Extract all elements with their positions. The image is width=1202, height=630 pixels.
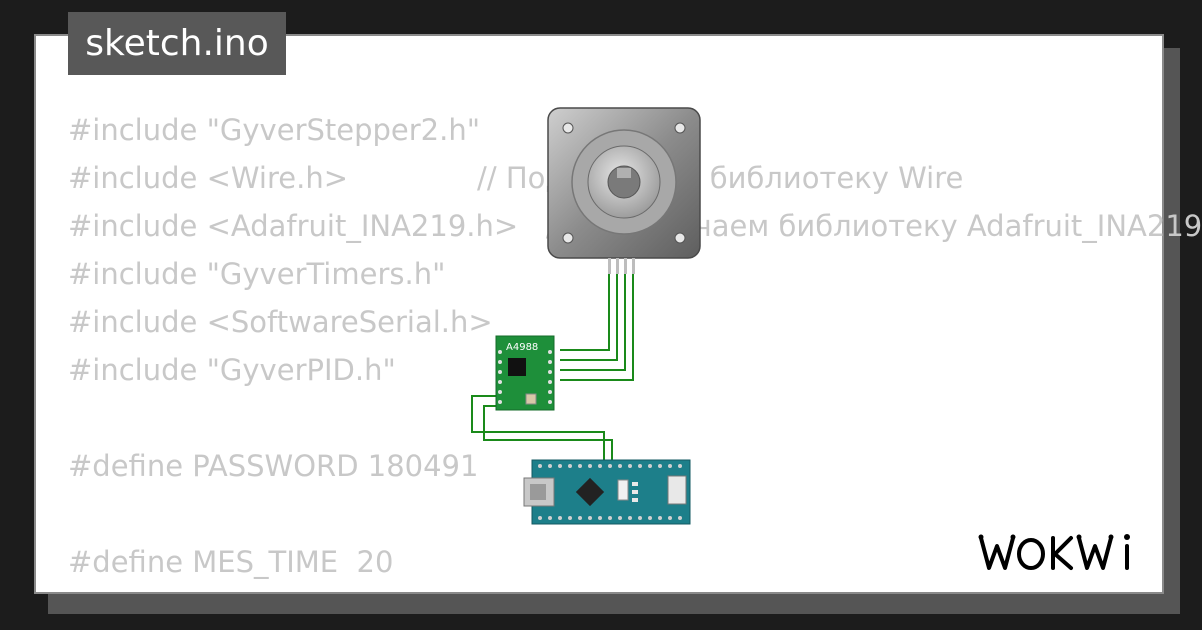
arduino-nano[interactable] xyxy=(523,459,691,525)
driver-label: A4988 xyxy=(506,342,538,353)
a4988-driver[interactable]: A4988 xyxy=(495,335,555,411)
wire-step xyxy=(471,395,605,462)
wire-motor-4 xyxy=(560,274,634,381)
code-line: #include "GyverStepper2.h" xyxy=(68,113,481,147)
code-line: #include "GyverPID.h" xyxy=(68,353,396,387)
code-line: #define MES_TIME 20 xyxy=(68,545,394,579)
code-line: #include "GyverTimers.h" xyxy=(68,257,446,291)
code-line: #include <SoftwareSerial.h> xyxy=(68,305,493,339)
wire-motor-1 xyxy=(560,274,610,351)
wire-dir xyxy=(483,405,613,462)
code-line: #define PASSWORD 180491 xyxy=(68,449,479,483)
wire-motor-3 xyxy=(560,274,626,371)
file-tab[interactable]: sketch.ino xyxy=(68,12,286,75)
wires xyxy=(471,274,634,462)
stepper-motor[interactable] xyxy=(547,107,701,274)
wokwi-logo xyxy=(978,534,1130,570)
motor-pins xyxy=(608,258,635,274)
wire-motor-2 xyxy=(560,274,618,361)
